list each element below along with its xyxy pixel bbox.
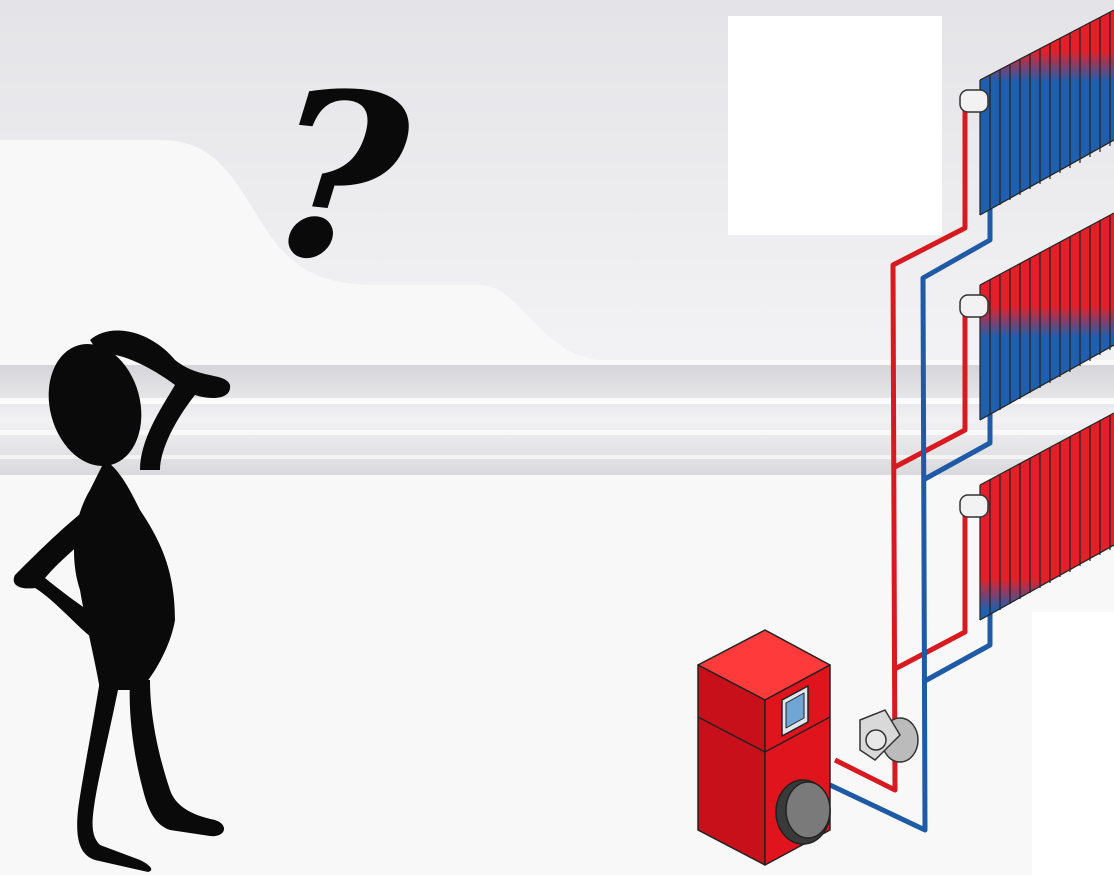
stripe-highlight [0, 430, 1114, 435]
boiler-icon [697, 629, 831, 866]
circulation-pump-icon [859, 709, 919, 763]
blank-panel [728, 16, 942, 235]
radiator-icon [979, 9, 1114, 216]
supply-pipes-hot [833, 100, 968, 793]
thinking-person-icon [13, 330, 231, 872]
question-mark-icon: ? [256, 36, 419, 320]
background-swoosh [0, 140, 1114, 875]
thermostatic-valve-icon [959, 89, 989, 518]
stripe-highlight [0, 398, 1114, 404]
return-pipes-cold [828, 205, 993, 833]
blank-panel [1032, 612, 1114, 875]
stripe-highlight [0, 455, 1114, 459]
